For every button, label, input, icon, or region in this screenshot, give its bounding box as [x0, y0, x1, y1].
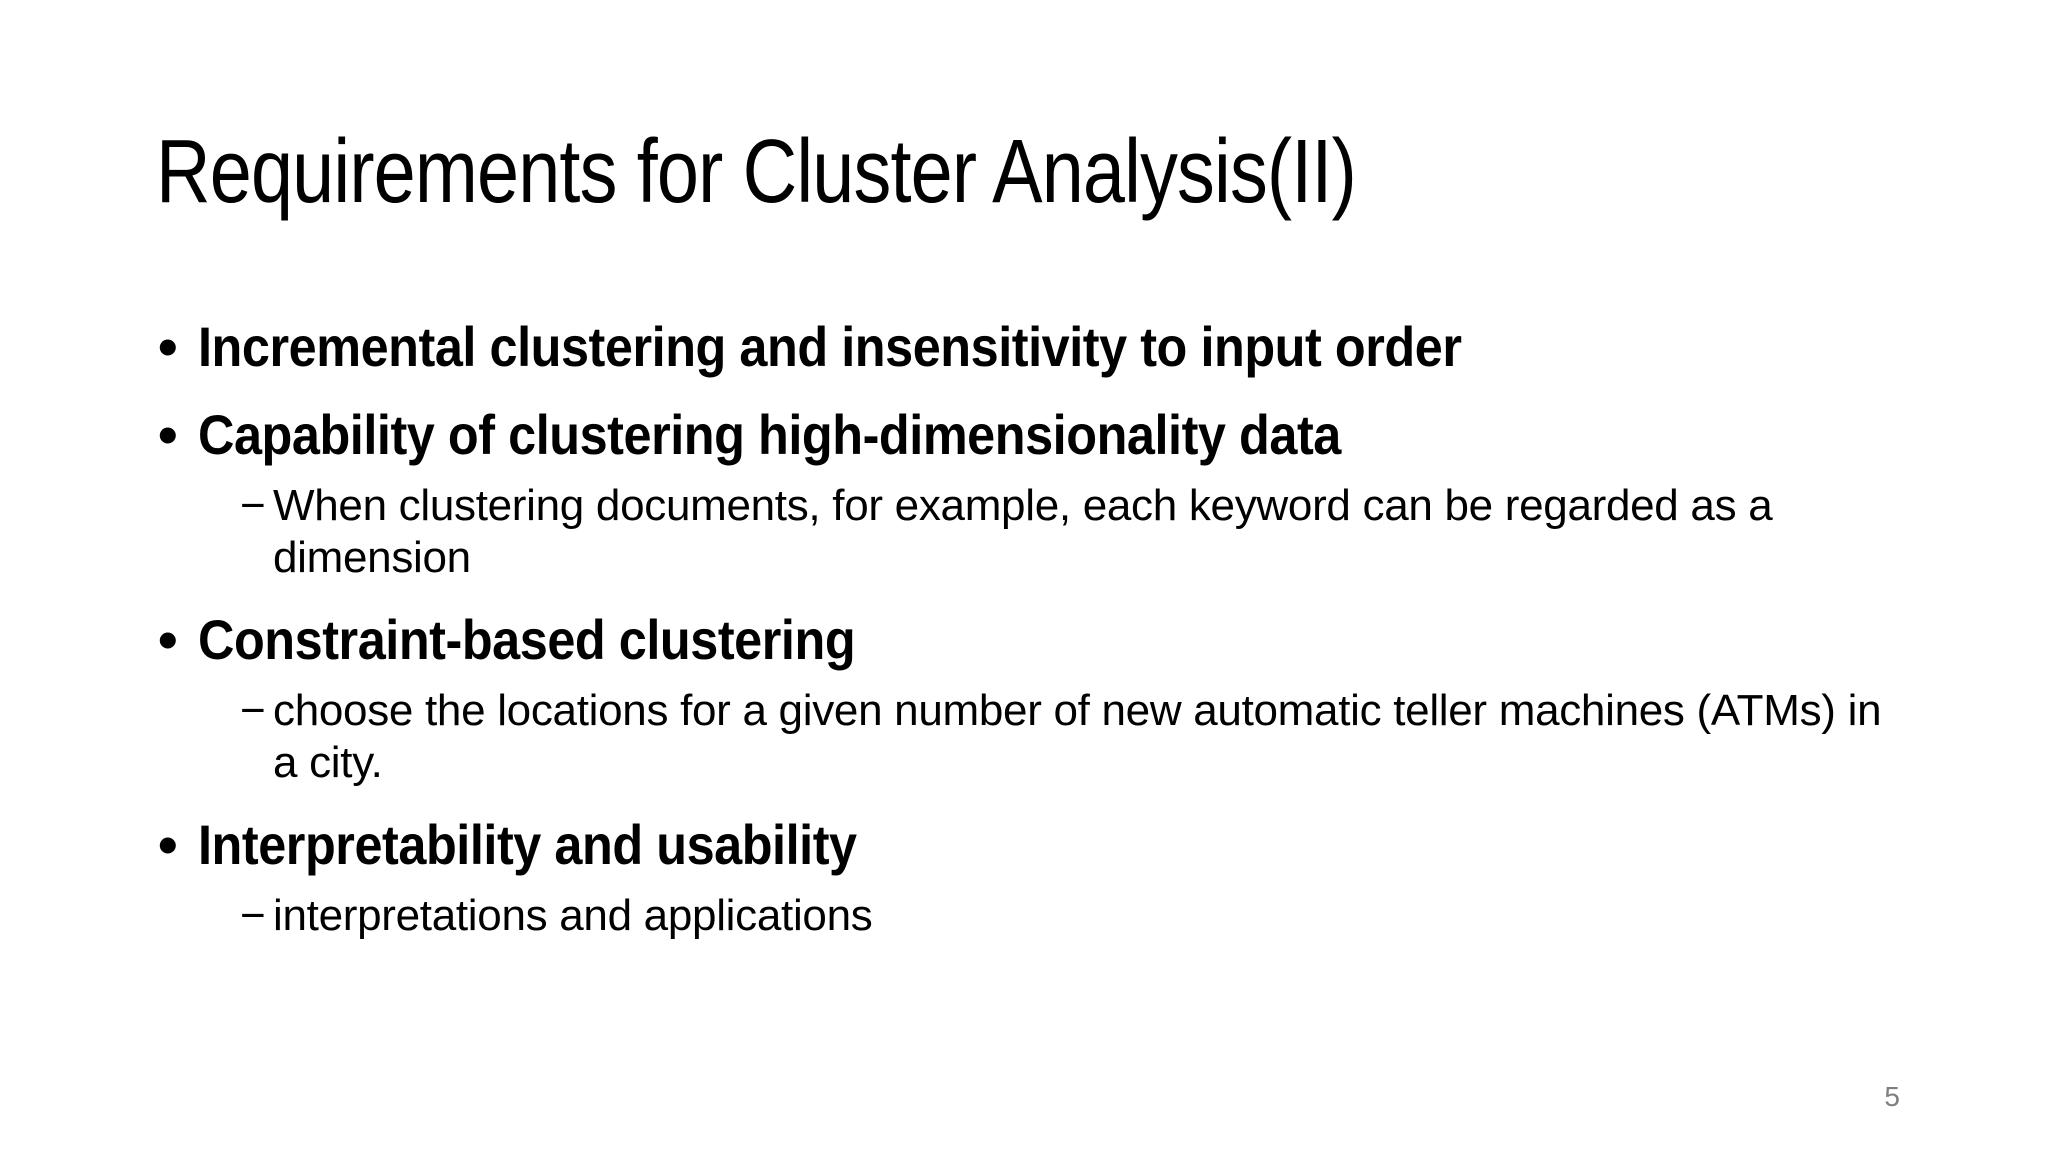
bullet-text: Interpretability and usability	[198, 813, 857, 876]
sub-bullet-text: interpretations and applications	[273, 891, 873, 940]
slide-title: Requirements for Cluster Analysis(II)	[156, 118, 1585, 226]
bullet-text: Capability of clustering high-dimensiona…	[198, 403, 1341, 466]
bullet-text: Incremental clustering and insensitivity…	[198, 315, 1462, 378]
bullet-item: • Incremental clustering and insensitivi…	[158, 315, 1908, 379]
sub-bullet-text: When clustering documents, for example, …	[273, 481, 1773, 582]
bullet-icon: •	[158, 403, 178, 466]
sub-bullet-item: − choose the locations for a given numbe…	[240, 685, 1908, 789]
bullet-item: • Interpretability and usability	[158, 813, 1908, 877]
dash-icon: −	[240, 686, 266, 735]
page-number: 5	[1884, 1081, 1900, 1112]
slide-title-text: Requirements for Cluster Analysis(II)	[156, 122, 1357, 222]
dash-icon: −	[240, 481, 266, 530]
bullet-icon: •	[158, 315, 178, 378]
bullet-icon: •	[158, 813, 178, 876]
sub-bullet-item: − interpretations and applications	[240, 890, 1908, 942]
bullet-text: Constraint-based clustering	[198, 608, 856, 671]
bullet-icon: •	[158, 608, 178, 671]
bullet-item: • Capability of clustering high-dimensio…	[158, 403, 1908, 467]
sub-bullet-item: − When clustering documents, for example…	[240, 480, 1908, 584]
sub-bullet-text: choose the locations for a given number …	[273, 686, 1882, 787]
dash-icon: −	[240, 891, 266, 940]
bullet-item: • Constraint-based clustering	[158, 608, 1908, 672]
bullet-list: • Incremental clustering and insensitivi…	[158, 315, 1908, 942]
